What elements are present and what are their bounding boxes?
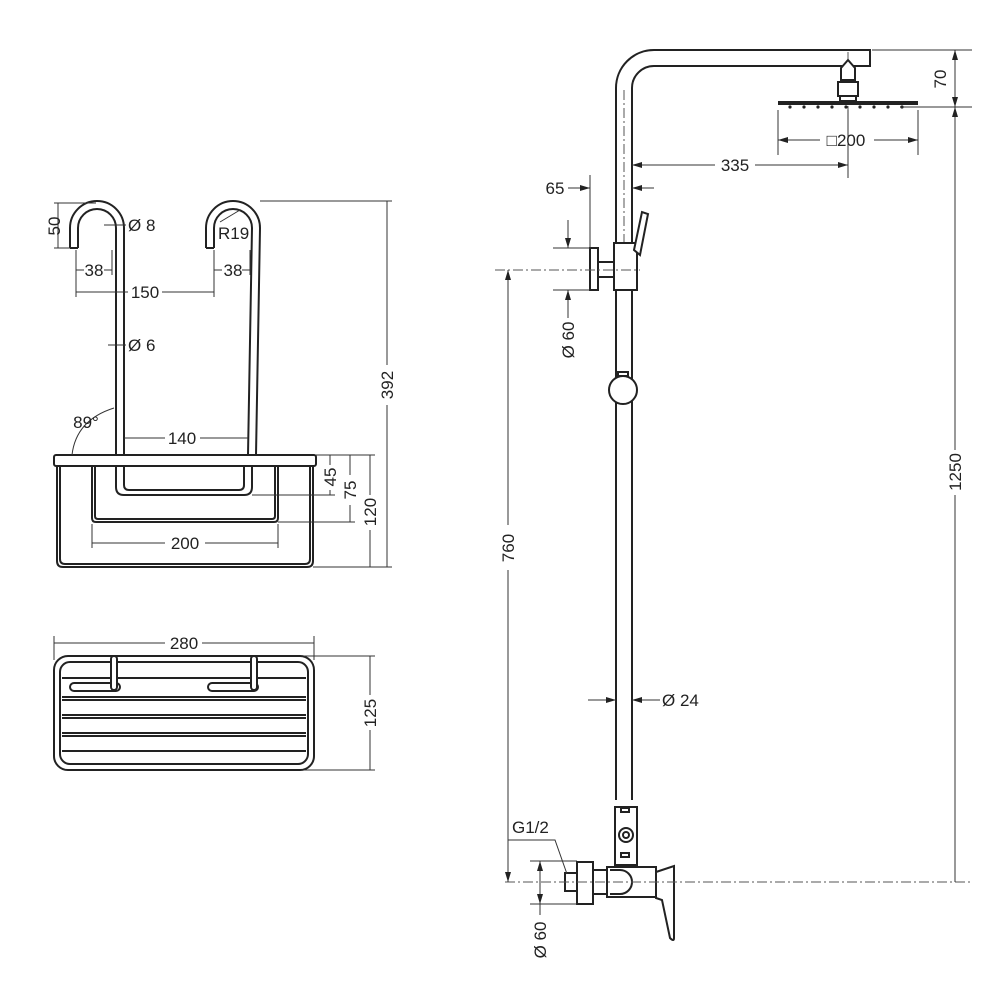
inlet-thread-label: G1/2: [512, 818, 549, 837]
hook-radius-label: R19: [218, 224, 249, 243]
basket-front-view: 50 Ø 8 R19 38 38 150 Ø 6 89° 140 45 75 1…: [45, 200, 397, 568]
dim-hook-height: 50: [45, 202, 96, 249]
flange-dia-label: Ø 60: [531, 922, 550, 959]
right-hook: [205, 200, 262, 456]
hook-width-right-label: 38: [224, 261, 243, 280]
tray-width-label: 200: [171, 534, 199, 553]
total-height-label: 392: [378, 371, 397, 399]
head-drop-label: 70: [931, 70, 950, 89]
basket-body: [56, 466, 314, 568]
top-width-label: 280: [170, 634, 198, 653]
basket-top-view: 280 125: [53, 634, 380, 771]
column-height-label: 1250: [946, 453, 965, 491]
wall-bracket: [495, 242, 640, 291]
depth-75-label: 75: [341, 481, 360, 500]
bracket-height-label: 760: [499, 534, 518, 562]
hand-shower: [632, 210, 650, 257]
angle-label: 89°: [73, 413, 99, 432]
basket-rim: [53, 454, 317, 467]
rain-shower-head: [778, 58, 918, 109]
depth-45-label: 45: [321, 468, 340, 487]
shower-column: 70 1250 □200 335 65 Ø 60 760 Ø 24 G1/2 Ø…: [495, 49, 972, 959]
slats: [62, 677, 306, 752]
column-offset-label: 65: [546, 179, 565, 198]
top-depth-label: 125: [361, 699, 380, 727]
left-hook: [69, 200, 125, 455]
arm-reach-label: 335: [721, 156, 749, 175]
hook-spacing-label: 150: [131, 283, 159, 302]
inner-width-label: 140: [168, 429, 196, 448]
hanger-wire-loop: [115, 466, 253, 496]
depth-120-label: 120: [361, 498, 380, 526]
mixer-valve: [505, 806, 970, 941]
hook-width-left-label: 38: [85, 261, 104, 280]
column-dia-label: Ø 24: [662, 691, 699, 710]
hanger-wire-dia-label: Ø 6: [128, 336, 155, 355]
head-size-label: □200: [827, 131, 866, 150]
bracket-dia-label: Ø 60: [559, 322, 578, 359]
mixer-lever: [655, 864, 675, 941]
hook-height-label: 50: [45, 217, 64, 236]
slider-knob: [608, 375, 638, 405]
column-and-arm: [615, 49, 871, 800]
inner-tray: [91, 466, 279, 523]
hook-wire-dia-label: Ø 8: [128, 216, 155, 235]
